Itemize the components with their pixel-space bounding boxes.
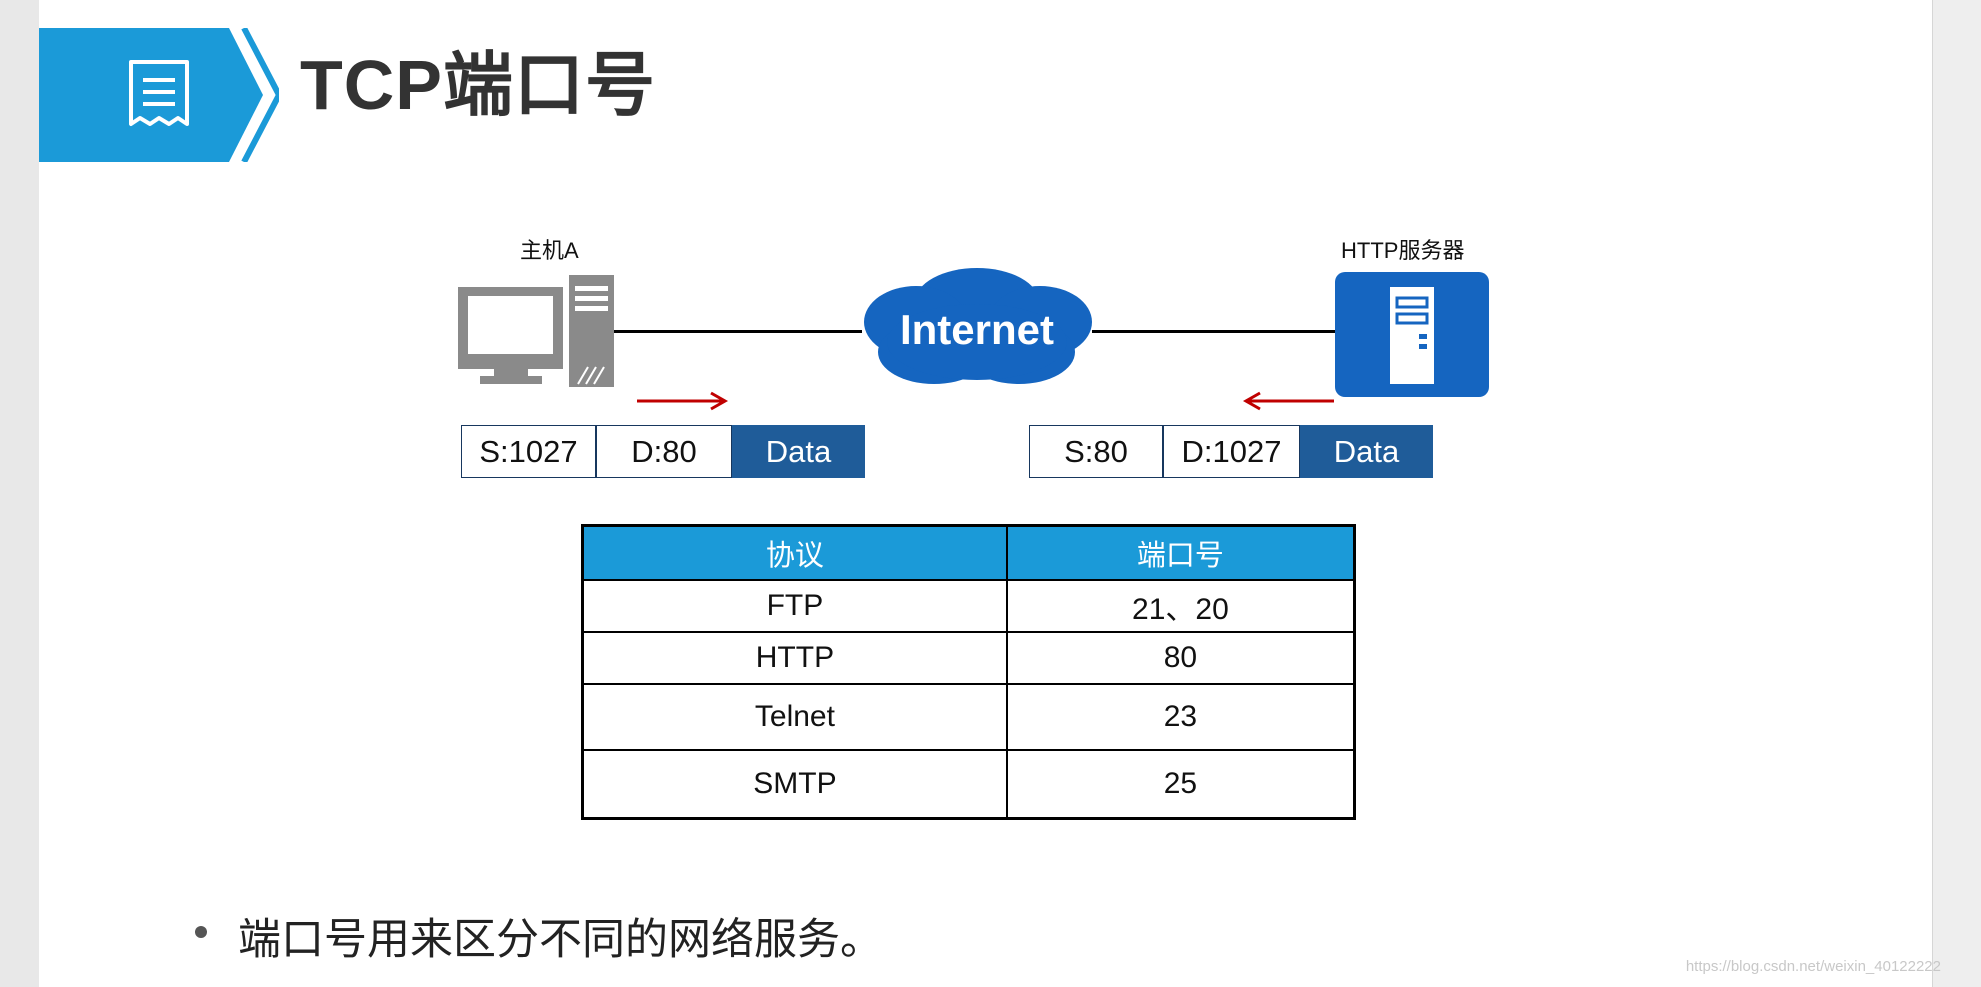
segment-header-inbound: S:80 D:1027 Data	[1029, 425, 1433, 478]
data-field: Data	[732, 425, 865, 478]
table-row: Telnet 23	[583, 684, 1355, 750]
protocol-cell: HTTP	[583, 632, 1007, 684]
arrow-right-icon	[637, 391, 729, 411]
protocol-cell: FTP	[583, 580, 1007, 632]
destination-port-field: D:1027	[1163, 425, 1300, 478]
table-header-row: 协议 端口号	[583, 526, 1355, 581]
segment-header-outbound: S:1027 D:80 Data	[461, 425, 865, 478]
protocol-cell: SMTP	[583, 750, 1007, 818]
link-host-internet	[612, 330, 862, 333]
source-port-field: S:1027	[461, 425, 596, 478]
table-row: HTTP 80	[583, 632, 1355, 684]
page-title: TCP端口号	[300, 50, 656, 120]
port-column-header: 端口号	[1007, 526, 1355, 581]
destination-port-field: D:80	[596, 425, 732, 478]
window-gutter	[1932, 0, 1981, 987]
arrow-left-icon	[1242, 391, 1334, 411]
port-cell: 80	[1007, 632, 1355, 684]
desktop-computer-icon	[458, 272, 616, 392]
table-row: FTP 21、20	[583, 580, 1355, 632]
port-cell: 23	[1007, 684, 1355, 750]
source-port-field: S:80	[1029, 425, 1163, 478]
protocol-cell: Telnet	[583, 684, 1007, 750]
table-row: SMTP 25	[583, 750, 1355, 818]
link-internet-server	[1092, 330, 1337, 333]
slide-canvas	[39, 0, 1932, 987]
bullet-dot	[195, 926, 207, 938]
protocol-column-header: 协议	[583, 526, 1007, 581]
data-field: Data	[1300, 425, 1433, 478]
host-label: 主机A	[520, 233, 579, 265]
bullet-text: 端口号用来区分不同的网络服务。	[238, 905, 883, 967]
server-icon	[1335, 272, 1489, 397]
port-cell: 25	[1007, 750, 1355, 818]
cloud-label: Internet	[900, 306, 1054, 353]
title-banner	[39, 28, 279, 162]
protocol-port-table: 协议 端口号 FTP 21、20 HTTP 80 Telnet 23 SMTP …	[581, 524, 1356, 820]
port-cell: 21、20	[1007, 580, 1355, 632]
watermark: https://blog.csdn.net/weixin_40122222	[1686, 958, 1941, 975]
cloud-icon: Internet	[854, 262, 1100, 392]
server-label: HTTP服务器	[1341, 233, 1464, 265]
